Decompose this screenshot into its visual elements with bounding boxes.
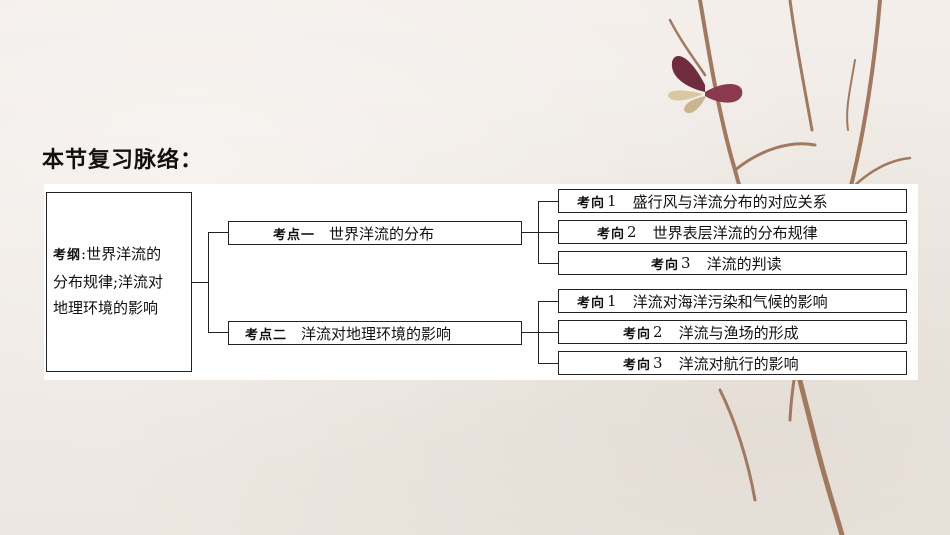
direction-1-1-number: 1 [607,192,617,210]
exam-outline-tag: 考纲 [53,248,82,263]
direction-1-3-box: 考向 3 洋流的判读 [558,251,907,275]
connector [522,332,538,333]
exam-outline-text-3: 地理环境的影响 [53,299,159,317]
direction-2-2-label: 洋流与渔场的形成 [678,323,799,342]
exam-outline-text-1: :世界洋流的 [81,245,162,263]
key-point-1-box: 考点一 世界洋流的分布 [228,221,522,245]
direction-2-3-label: 洋流对航行的影响 [678,354,799,373]
direction-1-1-tag: 考向 [577,195,606,211]
direction-2-1-tag: 考向 [577,295,606,311]
butterfly-icon [668,55,743,114]
exam-outline-text-2: 分布规律;洋流对 [53,273,164,291]
connector [538,232,558,233]
connector [538,201,558,202]
connector [538,363,558,364]
direction-1-3-number: 3 [681,254,691,272]
connector [538,332,558,333]
page-title: 本节复习脉络： [42,148,204,173]
direction-1-2-number: 2 [627,223,637,241]
direction-2-1-label: 洋流对海洋污染和气候的影响 [632,292,828,311]
key-point-2-tag: 考点二 [245,327,288,343]
connector [208,232,228,233]
direction-2-3-box: 考向 3 洋流对航行的影响 [558,351,907,375]
connector [208,332,228,333]
key-point-1-label: 世界洋流的分布 [329,224,435,243]
connector [538,301,558,302]
key-point-1-tag: 考点一 [273,227,316,243]
direction-2-3-tag: 考向 [623,357,652,373]
review-outline-diagram: 考纲:世界洋流的 分布规律;洋流对 地理环境的影响 考点一 世界洋流的分布 考点… [44,184,918,380]
direction-2-2-tag: 考向 [623,326,652,342]
connector [208,232,209,333]
direction-1-2-tag: 考向 [597,226,626,242]
exam-outline-box: 考纲:世界洋流的 分布规律;洋流对 地理环境的影响 [46,192,192,372]
key-point-2-label: 洋流对地理环境的影响 [301,324,452,343]
direction-2-1-number: 1 [607,292,617,310]
key-point-2-box: 考点二 洋流对地理环境的影响 [228,321,522,345]
direction-1-1-label: 盛行风与洋流分布的对应关系 [632,192,828,211]
direction-2-2-number: 2 [653,323,663,341]
direction-1-3-label: 洋流的判读 [706,254,782,273]
direction-1-2-label: 世界表层洋流的分布规律 [652,223,818,242]
direction-2-3-number: 3 [653,354,663,372]
direction-2-1-box: 考向 1 洋流对海洋污染和气候的影响 [558,289,907,313]
connector [522,232,538,233]
connector [538,263,558,264]
direction-2-2-box: 考向 2 洋流与渔场的形成 [558,320,907,344]
direction-1-1-box: 考向 1 盛行风与洋流分布的对应关系 [558,189,907,213]
direction-1-3-tag: 考向 [651,257,680,273]
direction-1-2-box: 考向 2 世界表层洋流的分布规律 [558,220,907,244]
connector [192,282,208,283]
